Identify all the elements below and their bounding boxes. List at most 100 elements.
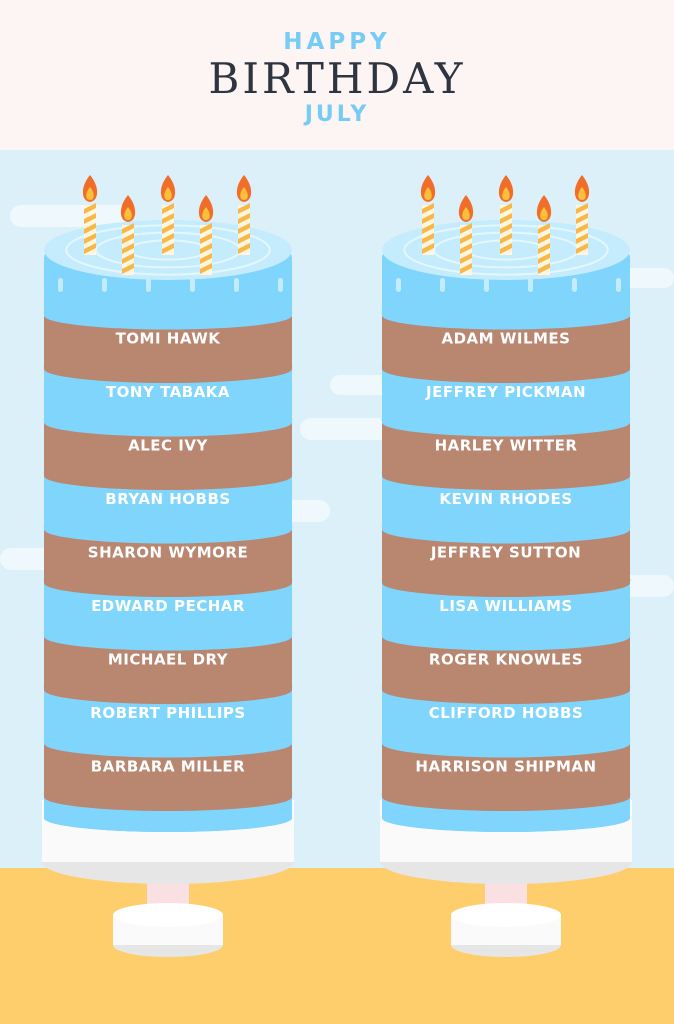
icing-drip [234,278,239,292]
icing-drip [396,278,401,292]
cake-layer-curve [382,743,630,758]
candle-stripe [162,223,174,234]
header: HAPPY BIRTHDAY JULY [0,0,674,150]
candle-stripe [500,203,512,214]
candle-stripe [500,223,512,234]
candle-stripe [576,233,588,244]
candle-stripe [460,253,472,264]
candle-stripe [238,213,250,224]
candle-stripe [84,223,96,234]
candle-stripe [162,233,174,244]
flame-inner [164,187,172,200]
candle-stripe [576,203,588,214]
candle-stripe [460,223,472,234]
flame-inner [578,187,586,200]
candle-stripe [238,243,250,254]
cake-layer-curve [44,422,292,437]
icing-drip [102,278,107,292]
cake-right: ADAM WILMES JEFFREY PICKMAN HARLEY WITTER K… [380,175,632,957]
icing-drip [278,278,283,292]
name-label: LISA WILLIAMS [439,597,572,615]
cake-layer-curve [44,743,292,758]
candle [120,195,136,275]
candle [82,175,98,255]
cake-layer-curve [382,369,630,383]
candle-stripe [422,203,434,214]
candle-stripe [122,263,134,274]
candle-stripe [238,203,250,214]
icing-drip [190,278,195,292]
name-label: SHARON WYMORE [88,543,248,561]
candle-stripe [460,233,472,244]
icing-drip [572,278,577,292]
icing-drip [58,278,63,292]
title-month: JULY [304,102,370,127]
candle-stripe [200,253,212,264]
cloud [620,268,674,288]
cake-layer-curve [382,529,630,544]
name-label: ROGER KNOWLES [429,650,583,668]
candle-stripe [84,233,96,244]
candle-stripe [576,213,588,224]
candle [458,195,474,275]
cake-layer-curve [44,476,292,490]
cake-layer-curve [44,583,292,597]
candle-stripe [200,263,212,274]
candle-stripe [200,223,212,234]
flame-inner [240,187,248,200]
cake-layer-curve [382,476,630,490]
flame-inner [502,187,510,200]
cake-layer-curve [44,797,292,811]
candle-stripe [538,223,550,234]
candle-stripe [162,213,174,224]
flame-inner [202,207,210,220]
icing-drip [146,278,151,292]
flame-inner [424,187,432,200]
name-label: JEFFREY PICKMAN [425,383,586,401]
cake-layer-curve [44,315,292,330]
cake-layer-curve [382,583,630,597]
candle [574,175,590,255]
name-label: EDWARD PECHAR [91,597,245,615]
candle-stripe [538,253,550,264]
candle-stripe [422,213,434,224]
cake-bottom-curve [382,818,630,832]
title-birthday: BIRTHDAY [208,54,466,103]
icing-drip [484,278,489,292]
cake-bottom-curve [44,818,292,832]
cake-layer-curve [382,315,630,330]
candle-stripe [238,223,250,234]
candle-stripe [122,223,134,234]
candle-stripe [576,223,588,234]
name-label: ADAM WILMES [442,329,571,347]
candle-stripe [422,233,434,244]
candle-stripe [84,213,96,224]
name-label: TOMI HAWK [116,329,222,347]
candle-stripe [500,233,512,244]
name-label: BRYAN HOBBS [105,490,230,508]
candle-stripe [500,213,512,224]
candle [198,195,214,275]
candle-stripe [538,263,550,274]
cake-layer-curve [382,636,630,651]
name-label: KEVIN RHODES [439,490,572,508]
name-label: HARLEY WITTER [435,436,578,454]
cake-layer-curve [44,690,292,704]
name-label: TONY TABAKA [106,383,230,401]
cake-layer-curve [44,636,292,651]
candle-stripe [538,233,550,244]
candle-stripe [422,223,434,234]
candle-stripe [162,203,174,214]
name-label: MICHAEL DRY [108,650,229,668]
flame-inner [540,207,548,220]
flame-inner [86,187,94,200]
candle-stripe [122,243,134,254]
candle-stripe [460,263,472,274]
name-label: JEFFREY SUTTON [430,543,581,561]
candle-stripe [122,233,134,244]
candle-stripe [200,233,212,244]
stand-foot-top [113,903,223,927]
name-label: CLIFFORD HOBBS [429,704,584,722]
